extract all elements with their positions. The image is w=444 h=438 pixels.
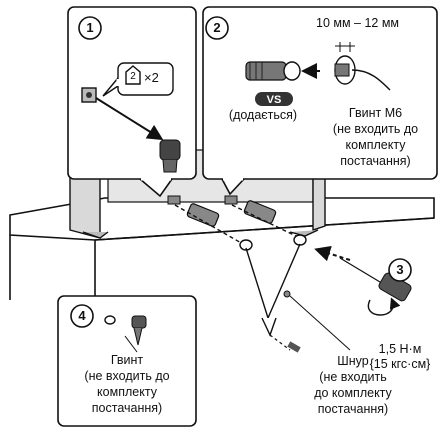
step1-panel (67, 6, 197, 198)
m6-screw-icon (334, 42, 391, 91)
cord-note-1: (не входить (319, 370, 387, 384)
step4-screw-note-3: постачання) (91, 401, 163, 415)
step2-screw-note-3: постачання) (340, 154, 411, 168)
cord-title: Шнур (337, 354, 369, 368)
step3-torque-1: 1,5 Н·м (378, 342, 422, 356)
step4-panel (57, 295, 197, 427)
step4-badge (70, 304, 94, 328)
step1-box-glyph: 2 (130, 71, 136, 82)
screw-icon (131, 315, 147, 346)
step1-number: 1 (86, 20, 94, 35)
anchor-assembly (174, 200, 412, 353)
step2-number: 2 (213, 20, 221, 35)
cord-note-2: до комплекту (314, 386, 392, 400)
svg-text:VS: VS (267, 94, 282, 106)
step1-badge (78, 16, 102, 40)
vs-badge: VS (255, 92, 293, 106)
step4-number: 4 (78, 308, 86, 323)
step2-badge (205, 16, 229, 40)
step3-badge (388, 258, 412, 282)
screw-icon (159, 139, 181, 173)
step4-screw-note-1: (не входить до (84, 369, 170, 383)
step2-measure: 10 мм – 12 мм (316, 16, 400, 30)
step3-number: 3 (396, 262, 404, 277)
step4-screw-note-2: комплекту (97, 385, 157, 399)
step2-screw-note-1: (не входить до (332, 122, 419, 136)
step4-screw-title: Гвинт (110, 353, 144, 367)
step2-screw-title: Гвинт M6 (348, 106, 403, 120)
belt-anchor-icon (245, 61, 301, 81)
step3-torque-2: {15 кгс·см} (369, 357, 431, 371)
table (9, 197, 435, 330)
step2-panel: VS (202, 6, 438, 196)
house-icon (125, 65, 141, 85)
cord-note-3: постачання) (317, 402, 389, 416)
step2-screw-note-2: комплекту (345, 138, 406, 152)
step1-quantity: ×2 (144, 70, 159, 85)
rotation-arrow-icon (367, 297, 401, 316)
cord-leader (289, 295, 351, 351)
step2-included: (додається) (228, 108, 298, 122)
